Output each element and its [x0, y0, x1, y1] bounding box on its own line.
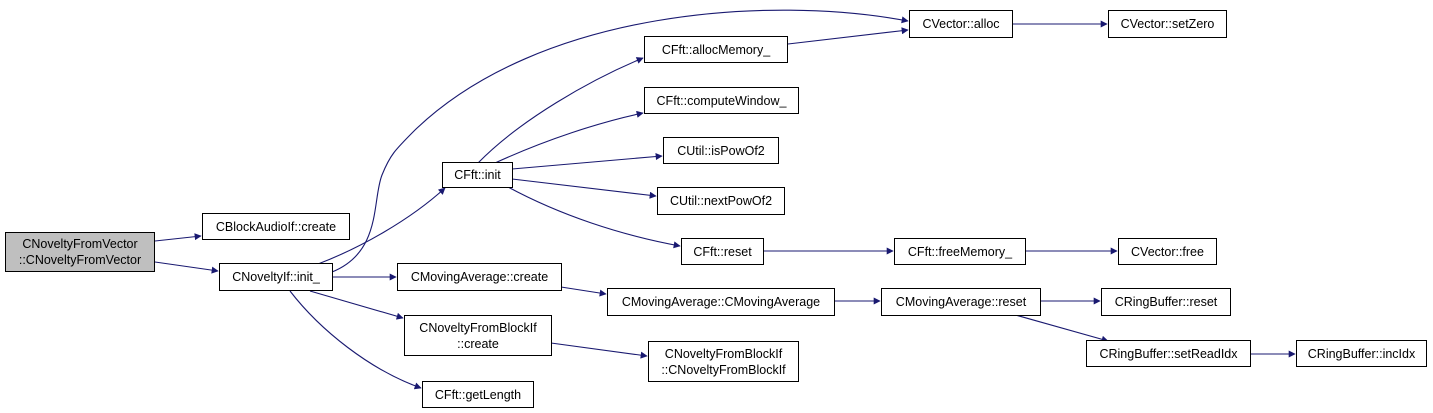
edge-fftinit-allocmemory: [477, 57, 644, 164]
node-label: CFft::allocMemory_: [661, 42, 771, 57]
node-label: CFft::computeWindow_: [656, 93, 787, 108]
node-label: CRingBuffer::reset: [1114, 295, 1218, 309]
node-label: CUtil::nextPowOf2: [669, 194, 773, 208]
edge-init-fft-init: [317, 187, 446, 265]
node-label-line1: CNoveltyFromVector: [22, 237, 138, 251]
edge-init-vector-alloc: [331, 9, 909, 273]
node-cvector-setzero[interactable]: CVector::setZero: [1108, 10, 1227, 38]
node-label: CMovingAverage::CMovingAverage: [621, 295, 821, 309]
node-cnoveltyfromblockif-create[interactable]: CNoveltyFromBlockIf ::create: [404, 315, 552, 356]
node-label: CRingBuffer::incIdx: [1307, 346, 1416, 361]
node-cfft-computewindow[interactable]: CFft::computeWindow_: [644, 87, 799, 114]
node-cutil-ispowof2[interactable]: CUtil::isPowOf2: [663, 137, 779, 164]
node-cvector-alloc[interactable]: CVector::alloc: [909, 10, 1013, 38]
node-cringbuffer-reset[interactable]: CRingBuffer::reset: [1101, 288, 1231, 316]
node-cfft-getlength[interactable]: CFft::getLength: [422, 381, 534, 408]
edge-noveltyblock-create-ctor: [550, 342, 648, 359]
node-label: CFft::init: [454, 168, 501, 182]
node-cfft-reset[interactable]: CFft::reset: [681, 238, 764, 265]
node-label-line2: ::CNoveltyFromBlockIf: [661, 362, 786, 377]
node-label-line1: CNoveltyFromBlockIf: [419, 320, 537, 335]
edge-mavgcreate-ctor: [560, 286, 607, 297]
node-label: CVector::free: [1131, 244, 1204, 259]
edge-allocmemory-alloc: [787, 27, 909, 45]
edge-init-noveltyblock-create: [309, 290, 404, 320]
edge-fftinit-reset: [507, 186, 681, 249]
node-label: CFft::reset: [693, 244, 752, 259]
edge-mavgreset-setreadidx: [1011, 313, 1109, 343]
node-cfft-allocmemory[interactable]: CFft::allocMemory_: [644, 36, 788, 63]
node-label: CNoveltyIf::init_: [232, 270, 320, 284]
node-cblockaudioif-create[interactable]: CBlockAudioIf::create: [202, 213, 350, 240]
node-label: CVector::alloc: [922, 17, 1000, 31]
node-label-line2: ::CNoveltyFromVector: [18, 253, 142, 267]
node-label: CBlockAudioIf::create: [215, 219, 337, 234]
node-label: CMovingAverage::create: [410, 270, 549, 284]
edge-init-fft-getlength: [289, 290, 422, 390]
edge-root-blockaudio-create: [154, 233, 202, 242]
node-cringbuffer-incidx[interactable]: CRingBuffer::incIdx: [1296, 340, 1427, 367]
edge-fftinit-ispowof2: [511, 153, 663, 170]
node-cmovingaverage-ctor[interactable]: CMovingAverage::CMovingAverage: [607, 288, 835, 316]
edge-fftinit-nextpowof2: [511, 178, 657, 199]
node-label: CFft::getLength: [434, 387, 522, 402]
node-label: CFft::freeMemory_: [907, 244, 1013, 259]
node-label: CMovingAverage::reset: [895, 295, 1027, 309]
node-cmovingaverage-create[interactable]: CMovingAverage::create: [397, 263, 562, 291]
node-cfft-init[interactable]: CFft::init: [442, 162, 513, 188]
node-label: CVector::setZero: [1120, 17, 1215, 31]
edge-fftinit-computewindow: [494, 110, 644, 164]
node-cutil-nextpowof2[interactable]: CUtil::nextPowOf2: [657, 187, 785, 215]
node-cnoveltyfromblockif-ctor[interactable]: CNoveltyFromBlockIf ::CNoveltyFromBlockI…: [648, 341, 799, 382]
node-label-line1: CNoveltyFromBlockIf: [664, 346, 783, 361]
edge-root-noveltyif-init: [154, 261, 219, 274]
node-cnoveltyfromvector-ctor: CNoveltyFromVector ::CNoveltyFromVector: [5, 232, 155, 272]
node-label: CRingBuffer::setReadIdx: [1099, 346, 1238, 361]
node-cringbuffer-setreadidx[interactable]: CRingBuffer::setReadIdx: [1086, 340, 1251, 367]
node-cfft-freememory[interactable]: CFft::freeMemory_: [894, 238, 1026, 265]
node-cvector-free[interactable]: CVector::free: [1118, 238, 1217, 265]
node-cnoveltyif-init[interactable]: CNoveltyIf::init_: [219, 263, 333, 291]
node-label-line2: ::create: [457, 336, 499, 351]
node-label: CUtil::isPowOf2: [677, 143, 765, 158]
node-cmovingaverage-reset[interactable]: CMovingAverage::reset: [881, 288, 1041, 316]
